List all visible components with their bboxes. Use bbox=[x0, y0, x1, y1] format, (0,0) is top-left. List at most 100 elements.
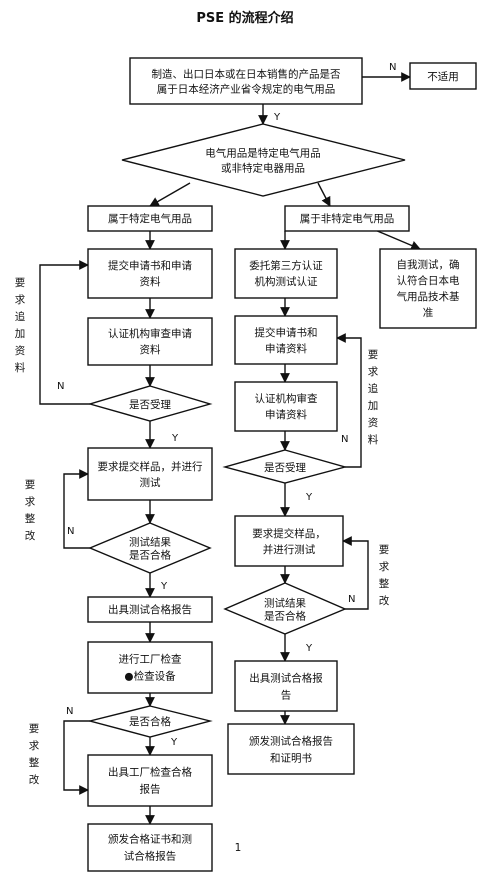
node-text-line: 告 bbox=[281, 689, 292, 702]
shapes bbox=[87, 57, 477, 872]
node-L-submit-application bbox=[87, 248, 213, 299]
node-L-factory-report bbox=[87, 754, 213, 807]
node-R-accept-text: 是否受理 bbox=[264, 462, 306, 474]
node-text-line: 制造、出口日本或在日本销售的产品是否 bbox=[152, 68, 341, 81]
node-nonspecific-text: 属于非特定电气用品 bbox=[300, 212, 395, 225]
label-start-yes: Y bbox=[273, 112, 281, 123]
node-text-line: 自我测试，确 bbox=[397, 258, 460, 271]
node-text-line: 是否受理 bbox=[264, 462, 306, 474]
side-notes: 要求追加资料 要求整改 要求整改 要求追加资料 要求整改 bbox=[15, 277, 390, 786]
node-L-accept-text: 是否受理 bbox=[129, 399, 171, 411]
note-L-rectify-1: 要求整改 bbox=[25, 479, 36, 542]
node-R-test-report bbox=[234, 660, 338, 712]
node-R-submit-samples-text: 要求提交样品，并进行测试 bbox=[252, 527, 326, 556]
side-note-char: 求 bbox=[15, 294, 26, 306]
node-text-line: 气用品技术基 bbox=[397, 290, 460, 303]
loop-L-test-no bbox=[63, 469, 90, 549]
side-note-char: 追 bbox=[368, 382, 379, 395]
edge-labels: N Y N Y N Y N Y N Y N Y bbox=[57, 62, 396, 748]
node-L-issue-cert bbox=[87, 823, 213, 872]
node-L-accept bbox=[87, 385, 213, 422]
label-R-test-yes: Y bbox=[305, 643, 313, 654]
node-L-pass bbox=[87, 705, 213, 738]
node-L-review bbox=[87, 317, 213, 366]
node-text-line: 提交申请书和申请 bbox=[108, 259, 192, 272]
side-note-char: 求 bbox=[379, 561, 390, 573]
node-text-line: 要求提交样品，并进行 bbox=[98, 460, 203, 473]
label-start-no: N bbox=[389, 62, 396, 73]
side-note-char: 改 bbox=[29, 773, 40, 786]
node-decision-type bbox=[121, 123, 406, 197]
node-text-line: 是否合格 bbox=[264, 610, 306, 623]
node-L-issue-cert-text: 颁发合格证书和测试合格报告 bbox=[108, 833, 192, 863]
node-L-test-report-text: 出具测试合格报告 bbox=[108, 603, 192, 616]
node-R-issue-report bbox=[227, 723, 355, 775]
node-text-line: 准 bbox=[423, 307, 434, 319]
node-text-line: 是否受理 bbox=[129, 399, 171, 411]
node-labels: 制造、出口日本或在日本销售的产品是否属于日本经济产业省令规定的电气用品 不适用 … bbox=[98, 68, 460, 863]
label-R-accept-no: N bbox=[341, 434, 348, 445]
node-R-entrust-text: 委托第三方认证机构测试认证 bbox=[249, 259, 323, 288]
node-text-line: 是否合格 bbox=[129, 715, 171, 728]
side-note-char: 要 bbox=[379, 544, 390, 556]
loop-L-pass-no bbox=[63, 720, 90, 795]
node-R-submit-application-text: 提交申请书和申请资料 bbox=[255, 326, 318, 355]
node-R-accept bbox=[222, 449, 348, 484]
node-L-test-report bbox=[87, 596, 213, 623]
node-text-line: 委托第三方认证 bbox=[249, 259, 323, 272]
node-not-applicable bbox=[409, 62, 477, 90]
node-nonspecific bbox=[284, 205, 410, 232]
node-L-factory-report-text: 出具工厂检查合格报告 bbox=[108, 766, 192, 796]
label-L-pass-yes: Y bbox=[170, 737, 178, 748]
node-R-submit-application bbox=[234, 315, 338, 365]
node-specific bbox=[87, 205, 213, 232]
side-note-char: 整 bbox=[29, 756, 40, 769]
node-R-submit-samples bbox=[234, 515, 344, 567]
side-note-char: 追 bbox=[15, 310, 26, 323]
node-text-line: 和证明书 bbox=[270, 753, 312, 765]
node-R-review bbox=[234, 381, 338, 432]
node-text-line: 认符合日本电 bbox=[397, 274, 460, 287]
label-L-pass-no: N bbox=[66, 706, 73, 717]
node-text-line: 资料 bbox=[140, 275, 161, 288]
node-text-line: 不适用 bbox=[427, 71, 459, 83]
side-note-char: 求 bbox=[25, 496, 36, 508]
label-R-accept-yes: Y bbox=[305, 492, 313, 503]
side-note-char: 资 bbox=[15, 345, 26, 357]
connectors bbox=[39, 72, 421, 825]
node-text-line: 提交申请书和 bbox=[255, 326, 318, 339]
side-note-char: 料 bbox=[15, 361, 26, 374]
label-R-test-no: N bbox=[348, 594, 355, 605]
loop-R-test-no bbox=[342, 536, 369, 610]
note-R-request-more-docs: 要求追加资料 bbox=[368, 349, 379, 446]
node-L-test-result bbox=[88, 522, 212, 574]
edge-to-nonspecific bbox=[317, 182, 331, 207]
node-text-line: 认证机构审查申请 bbox=[108, 327, 192, 340]
side-note-char: 求 bbox=[29, 740, 40, 752]
side-note-char: 整 bbox=[379, 577, 390, 590]
node-text-line: 或非特定电器用品 bbox=[221, 162, 305, 175]
node-self-test-text: 自我测试，确认符合日本电气用品技术基准 bbox=[397, 258, 460, 319]
node-L-factory-inspection-text: 进行工厂检查●检查设备 bbox=[119, 653, 182, 683]
note-R-rectify: 要求整改 bbox=[379, 544, 390, 607]
node-text-line: 出具测试合格报告 bbox=[108, 603, 192, 616]
node-R-issue-report-text: 颁发测试合格报告和证明书 bbox=[249, 735, 333, 765]
side-note-char: 加 bbox=[368, 400, 379, 412]
label-L-test-no: N bbox=[67, 526, 74, 537]
side-note-char: 要 bbox=[15, 277, 26, 289]
side-note-char: 料 bbox=[368, 433, 379, 446]
note-L-rectify-2: 要求整改 bbox=[29, 723, 40, 786]
side-note-char: 要 bbox=[25, 479, 36, 491]
edge-to-self-test bbox=[374, 229, 421, 251]
loop-L-accept-no bbox=[39, 260, 90, 405]
node-text-line: 测试结果 bbox=[129, 536, 171, 549]
side-note-char: 资 bbox=[368, 417, 379, 429]
node-text-line: 属于非特定电气用品 bbox=[300, 212, 395, 225]
label-L-accept-no: N bbox=[57, 381, 64, 392]
label-L-test-yes: Y bbox=[160, 581, 168, 592]
node-decision-type-text: 电气用品是特定电气用品或非特定电器用品 bbox=[205, 147, 321, 175]
page-title: PSE 的流程介绍 bbox=[196, 10, 293, 26]
node-R-test-result bbox=[223, 582, 347, 635]
side-note-char: 求 bbox=[368, 366, 379, 378]
